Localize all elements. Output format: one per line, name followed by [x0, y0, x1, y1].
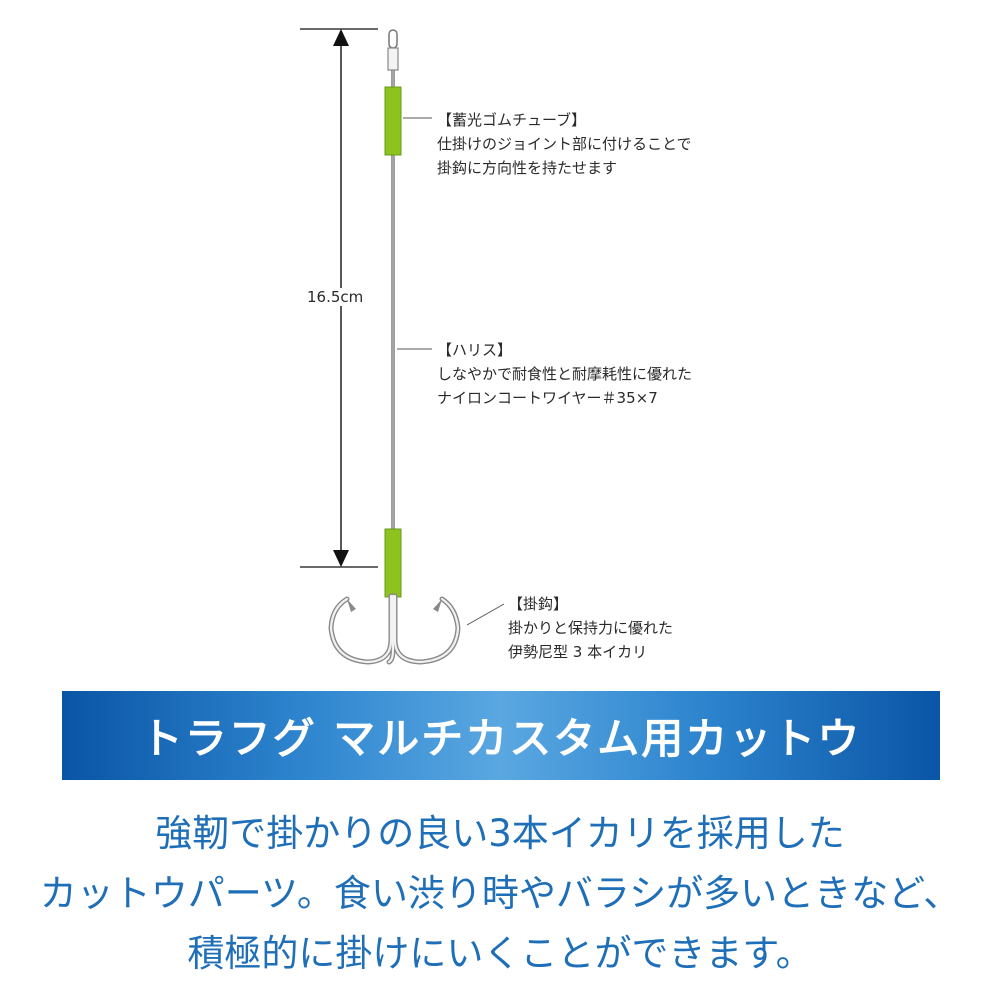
hook-barb-left — [347, 599, 356, 612]
leader-line-note: 【ハリス】 しなやかで耐食性と耐摩耗性に優れた ナイロンコートワイヤー＃35×7 — [437, 338, 692, 410]
glow-tube-note-line: 掛鈎に方向性を持たせます — [437, 159, 618, 177]
product-title: トラフグ マルチカスタム用カットウ — [140, 714, 862, 763]
dimension-arrow-down — [333, 550, 349, 567]
hook-note-line: 伊勢尼型 3 本イカリ — [508, 643, 648, 661]
glow-tube-note-line: 仕掛けのジョイント部に付けることで — [437, 135, 692, 153]
rig-diagram — [300, 28, 505, 665]
dimension-label: 16.5cm — [305, 288, 366, 306]
glow-tube-lower — [384, 528, 402, 598]
description-line: 積極的に掛けにいくことができます。 — [187, 932, 813, 975]
hook-note: 【掛鈎】 掛かりと保持力に優れた 伊勢尼型 3 本イカリ — [508, 592, 673, 664]
dimension-arrow-up — [333, 29, 349, 46]
leader-line-note-line: しなやかで耐食性と耐摩耗性に優れた — [437, 365, 693, 383]
top-swivel — [387, 29, 399, 71]
product-description: 強靭で掛かりの良い3本イカリを採用した カットウパーツ。食い渋り時やバラシが多い… — [0, 804, 1000, 984]
glow-tube-note-title: 【蓄光ゴムチューブ】 — [437, 111, 587, 129]
glow-tube-upper — [384, 86, 402, 156]
leader-line-note-title: 【ハリス】 — [437, 341, 513, 359]
hook-barb-right — [433, 599, 442, 612]
hook-note-title: 【掛鈎】 — [508, 595, 569, 613]
leader-line-note-line: ナイロンコートワイヤー＃35×7 — [437, 389, 658, 407]
hook-note-line: 掛かりと保持力に優れた — [508, 619, 674, 637]
title-banner: トラフグ マルチカスタム用カットウ — [62, 691, 940, 780]
description-line: カットウパーツ。食い渋り時やバラシが多いときなど、 — [39, 872, 961, 915]
description-line: 強靭で掛かりの良い3本イカリを採用した — [155, 812, 845, 855]
hook-leader-line — [466, 603, 505, 626]
treble-hook-icon — [328, 593, 461, 665]
glow-tube-note: 【蓄光ゴムチューブ】 仕掛けのジョイント部に付けることで 掛鈎に方向性を持たせま… — [437, 108, 692, 180]
